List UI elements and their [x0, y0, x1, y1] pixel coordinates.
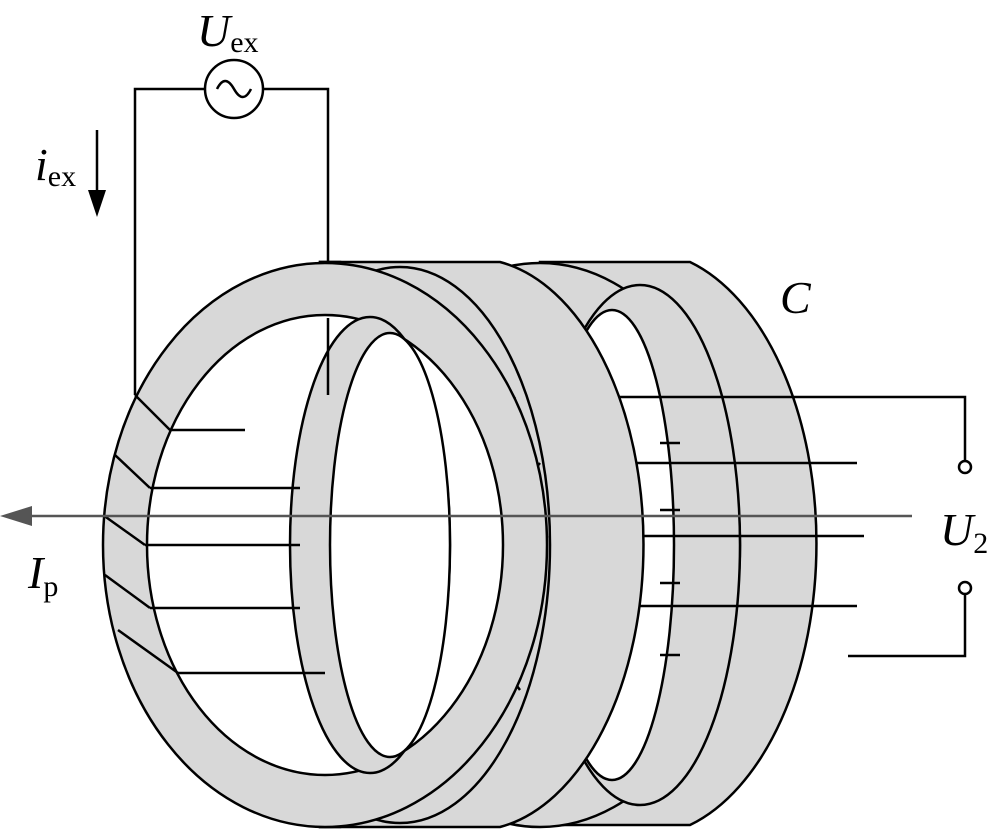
label-core-c: C — [780, 272, 812, 323]
excitation-winding — [102, 394, 325, 675]
down-arrow-icon — [88, 130, 106, 217]
label-output-voltage: U2 — [940, 504, 988, 560]
terminal-bottom — [957, 580, 973, 596]
front-ring-back-hole — [328, 331, 452, 759]
front-core-ring — [101, 260, 549, 829]
excitation-wire-right — [262, 87, 330, 262]
primary-conductor — [0, 506, 912, 526]
output-wire-bottom — [848, 595, 967, 658]
label-excitation-voltage: Uex — [197, 5, 259, 59]
excitation-wire-left — [133, 87, 205, 395]
left-arrow-icon — [0, 506, 32, 526]
label-primary-current: Ip — [27, 547, 58, 603]
output-terminals — [830, 395, 973, 658]
sine-wave-glyph — [215, 79, 253, 99]
terminal-top — [957, 459, 973, 475]
label-excitation-current: iex — [35, 139, 76, 193]
excitation-circuit — [133, 58, 330, 395]
output-wire-top — [830, 395, 967, 460]
